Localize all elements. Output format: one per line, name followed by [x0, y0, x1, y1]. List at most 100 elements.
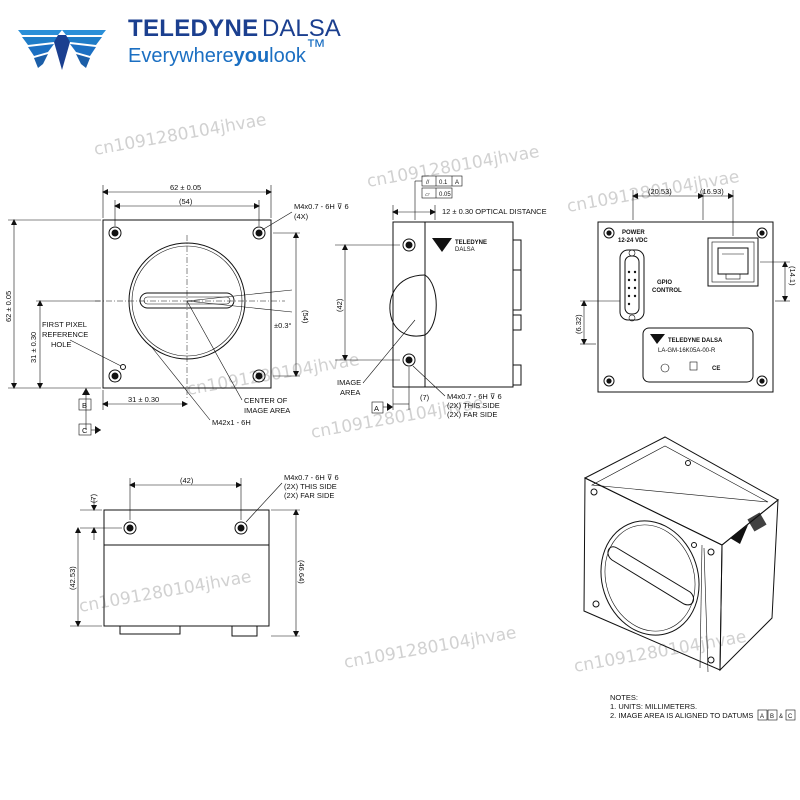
mounting-hole	[234, 521, 248, 535]
ethernet-port	[707, 237, 759, 287]
bottom-screw-note-3: (2X) FAR SIDE	[284, 491, 334, 500]
power-label-1: POWER	[622, 230, 645, 236]
gpio-label-1: GPIO	[657, 280, 672, 286]
brand-name-light: DALSA	[262, 15, 341, 42]
teledyne-mini-logo-icon	[650, 334, 665, 344]
rotation-tolerance: ±0.3°	[274, 321, 292, 330]
back-left-dimension: (20.53)	[648, 187, 672, 196]
optical-distance-label: 12 ± 0.30 OPTICAL DISTANCE	[442, 207, 547, 216]
datum-a-box	[371, 401, 384, 414]
mounting-hole	[691, 542, 697, 548]
first-pixel-label-line2: REFERENCE	[42, 330, 88, 339]
notes-block: NOTES: 1. UNITS: MILLIMETERS. 2. IMAGE A…	[610, 693, 796, 721]
mounting-hole	[685, 460, 691, 466]
mounting-hole	[252, 369, 266, 383]
bottom-view: (42) (7) (42.53) (46.64) M4x0.7 - 6H ⊽ 6…	[68, 473, 339, 637]
bottom-body-outline	[103, 509, 270, 627]
svg-text://: //	[426, 180, 430, 186]
mounting-hole	[590, 488, 598, 496]
brand-header: TELEDYNE DALSA Everywhereyoulook™	[18, 15, 341, 70]
plate-brand: TELEDYNE DALSA	[668, 338, 723, 344]
label-plate: TELEDYNE DALSA LA-GM-16K05A-00-R CE	[642, 327, 754, 383]
back-body-outline	[597, 221, 774, 393]
side-screw-note-2: (2X) THIS SIDE	[447, 401, 500, 410]
mounting-hole	[123, 521, 137, 535]
front-x-center-dimension: 31 ± 0.30	[128, 395, 159, 404]
plate-model: LA-GM-16K05A-00-R	[658, 348, 716, 354]
gpio-connector	[619, 249, 645, 322]
center-image-area-line2: IMAGE AREA	[244, 406, 290, 415]
watermark: cn1091280104jhvae	[185, 350, 361, 400]
tagline-part-b: you	[234, 45, 270, 67]
bottom-screw-note-2: (2X) THIS SIDE	[284, 482, 337, 491]
back-view: POWER 12-24 VDC GPIO CONTROL T	[574, 187, 797, 393]
side-screw-note-1: M4x0.7 - 6H ⊽ 6	[447, 392, 502, 401]
front-height-dimension: 62 ± 0.05	[4, 291, 13, 322]
iso-top-face	[583, 436, 779, 546]
image-area-label-2: AREA	[340, 388, 360, 397]
mounting-hole	[592, 600, 600, 608]
teledyne-mini-logo-icon	[730, 525, 748, 544]
bottom-hole-span-dimension: (42)	[180, 476, 194, 485]
mounting-hole	[402, 238, 416, 252]
bottom-offset-dimension: (7)	[89, 493, 98, 503]
back-left-height-dimension: (6.32)	[574, 314, 583, 334]
side-logo-text-1: TELEDYNE	[455, 240, 487, 246]
iso-sensor-slot	[607, 546, 695, 606]
iso-lens-mount	[600, 520, 700, 636]
brand-tagline: Everywhereyoulook™	[128, 36, 326, 67]
brand-name-bold: TELEDYNE	[128, 15, 258, 42]
datum-b-label: B	[82, 401, 87, 410]
teledyne-mini-logo-icon	[432, 238, 452, 252]
datum-c-label: C	[82, 426, 88, 435]
notes-datum-b: B	[770, 714, 774, 720]
center-image-area-line1: CENTER OF	[244, 396, 288, 405]
back-right-dimension: (16.93)	[700, 187, 724, 196]
tolerance-frame-2	[421, 187, 453, 199]
iso-front-face	[583, 477, 723, 671]
mounting-hole	[402, 353, 416, 367]
watermark: cn1091280104jhvae	[365, 142, 541, 192]
power-label-2: 12-24 VDC	[618, 238, 648, 244]
mounting-hole	[707, 548, 715, 556]
tolerance-value-1: 0.1	[439, 180, 448, 186]
mounting-hole	[707, 656, 715, 664]
image-area-label-1: IMAGE	[337, 378, 361, 387]
notes-line-1: 1. UNITS: MILLIMETERS.	[610, 702, 697, 711]
tagline-part-a: Everywhere	[128, 45, 234, 67]
front-body-outline	[102, 219, 272, 389]
tagline-part-c: look	[269, 45, 307, 67]
front-screw-note-line1: M4x0.7 - 6H ⊽ 6	[294, 202, 349, 211]
front-hole-span-dimension: (54)	[179, 197, 193, 206]
svg-text:▱: ▱	[425, 192, 430, 198]
mounting-hole	[603, 227, 615, 239]
tolerance-ref-1: A	[455, 180, 459, 186]
lens-mount-profile	[389, 274, 426, 337]
datum-b-box	[78, 398, 92, 411]
lens-mount-label: M42x1 - 6H	[212, 418, 251, 427]
tolerance-value-2: 0.05	[439, 192, 451, 198]
isometric-view	[583, 436, 779, 673]
front-vertical-hole-span: (54)	[301, 310, 310, 324]
notes-amp: &	[779, 714, 783, 720]
tagline-tm: ™	[306, 36, 326, 58]
bottom-right-height-dimension: (46.64)	[297, 560, 306, 584]
side-screw-note-3: (2X) FAR SIDE	[447, 410, 497, 419]
plate-ce-mark: CE	[712, 366, 720, 372]
side-view: TELEDYNE DALSA // 0.1 A ▱ 0.05 12 ± 0.30…	[335, 175, 547, 419]
watermark: cn1091280104jhvae	[92, 110, 268, 160]
mounting-hole	[252, 226, 266, 240]
front-width-dimension: 62 ± 0.05	[170, 183, 201, 192]
mounting-hole	[108, 369, 122, 383]
gpio-label-2: CONTROL	[652, 288, 682, 294]
front-y-center-dimension: 31 ± 0.30	[29, 332, 38, 363]
notes-datum-c: C	[788, 714, 793, 720]
datum-a-label: A	[374, 404, 379, 413]
watermark: cn1091280104jhvae	[342, 623, 518, 673]
notes-heading: NOTES:	[610, 693, 638, 702]
mounting-hole	[108, 226, 122, 240]
first-pixel-label-line3: HOLE	[51, 340, 71, 349]
first-pixel-label-line1: FIRST PIXEL	[42, 320, 87, 329]
datum-c-box	[78, 423, 92, 436]
